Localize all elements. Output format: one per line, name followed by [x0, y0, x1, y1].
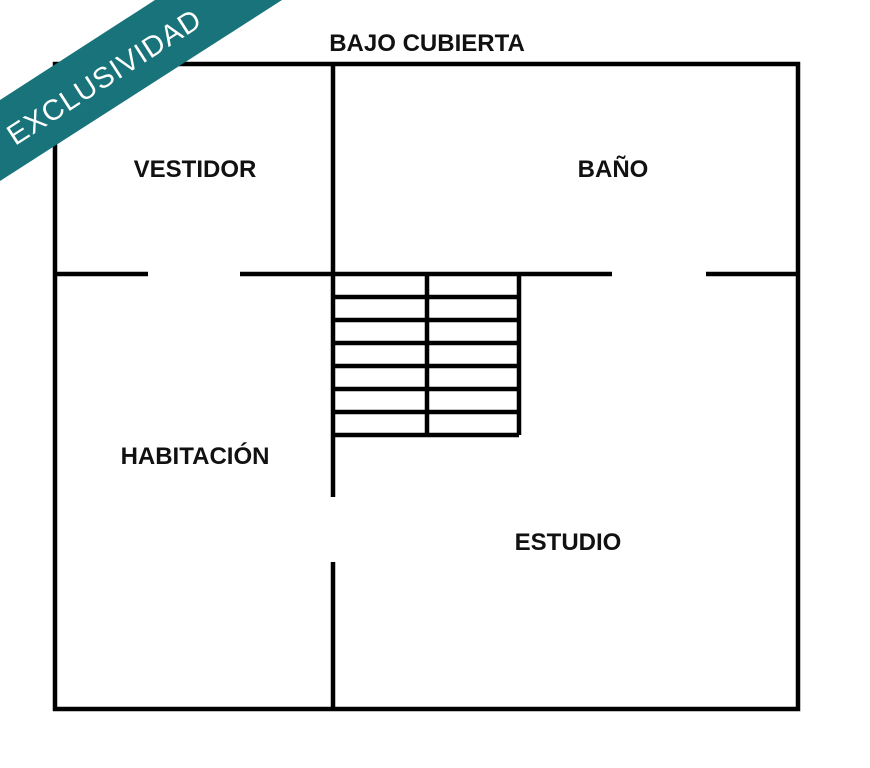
room-label-estudio: ESTUDIO	[514, 529, 622, 556]
walls	[52, 61, 801, 712]
plan-title: BAJO CUBIERTA	[329, 30, 525, 57]
room-label-vestidor: VESTIDOR	[133, 156, 257, 183]
outer-wall	[52, 61, 801, 712]
room-label-bano: BAÑO	[577, 156, 649, 183]
staircase	[333, 274, 522, 438]
room-label-habitacion: HABITACIÓN	[120, 443, 270, 470]
exclusivity-banner	[0, 0, 282, 181]
